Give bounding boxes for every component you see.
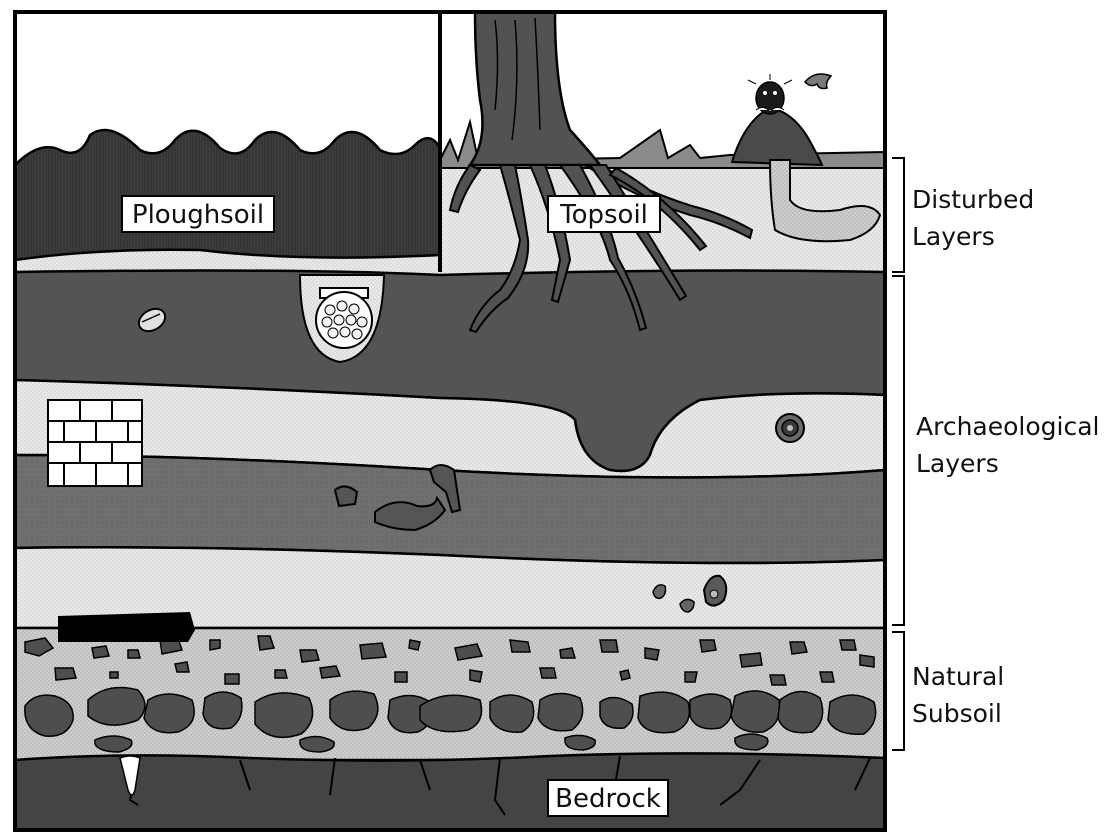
bedrock-label-text: Bedrock <box>555 784 661 814</box>
topsoil-label: Topsoil <box>548 196 660 232</box>
archaeological-layers-line2: Layers <box>916 449 999 478</box>
bracket-disturbed <box>892 158 904 272</box>
bracket-natural <box>892 632 904 750</box>
strata <box>15 12 885 830</box>
disturbed-layers-line1: Disturbed <box>912 185 1034 214</box>
disturbed-layers-line2: Layers <box>912 222 995 251</box>
ploughsoil-label-text: Ploughsoil <box>132 200 264 230</box>
timber-beam <box>58 612 195 642</box>
ploughsoil-label: Ploughsoil <box>122 196 274 232</box>
natural-subsoil-line1: Natural <box>912 662 1004 691</box>
natural-subsoil-line2: Subsoil <box>912 699 1002 728</box>
brick-wall-icon <box>48 400 142 486</box>
archaeological-layers-line1: Archaeological <box>916 412 1099 441</box>
coin-icon <box>776 414 804 442</box>
bedrock-label: Bedrock <box>548 780 668 816</box>
topsoil-label-text: Topsoil <box>559 200 648 230</box>
bedrock-layer <box>15 753 885 830</box>
bracket-archaeological <box>892 276 904 625</box>
